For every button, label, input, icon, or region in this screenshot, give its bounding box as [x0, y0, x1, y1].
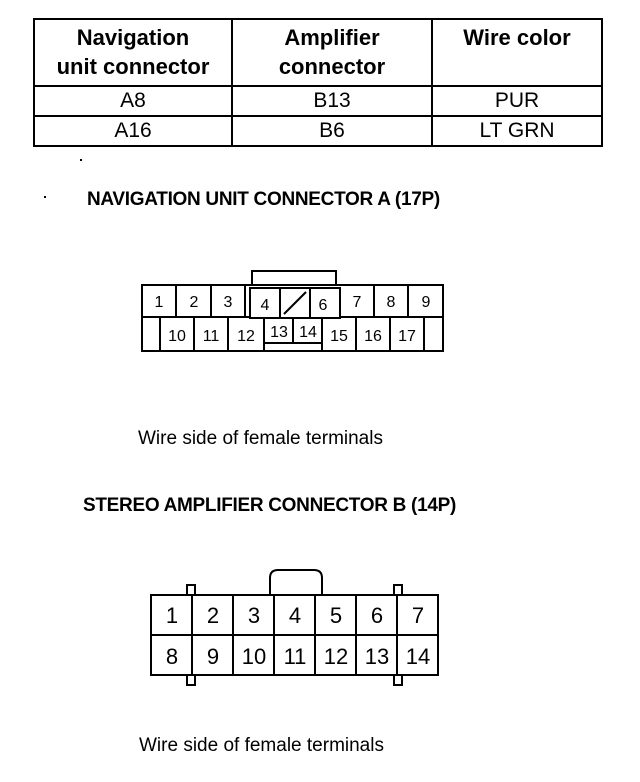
speck: [80, 159, 82, 161]
pin-label: 10: [242, 644, 266, 669]
pin-label: 14: [299, 324, 317, 341]
pin-label: 2: [207, 603, 219, 628]
header-navigation-unit-connector: Navigation unit connector: [33, 18, 233, 87]
connector-b-post-left-top: [186, 584, 196, 596]
pin-label: 15: [330, 328, 348, 345]
pin-label: 6: [371, 603, 383, 628]
pin-label: 7: [412, 603, 424, 628]
connector-b-lock-tab: [269, 569, 323, 594]
connector-a-title: NAVIGATION UNIT CONNECTOR A (17P): [87, 189, 440, 210]
pin-label: 16: [364, 328, 382, 345]
pin-label: 3: [248, 603, 260, 628]
pin-label: 8: [166, 644, 178, 669]
pin-label: 6: [319, 297, 328, 314]
connector-a-lock-tab: [251, 270, 337, 285]
pin-label: 1: [155, 294, 164, 311]
header-text: Navigation unit connector: [56, 25, 210, 79]
table-cell: B6: [231, 115, 433, 147]
header-wire-color: Wire color: [431, 18, 603, 87]
table-row: A16 B6 LT GRN: [33, 115, 603, 147]
connector-a-unused-slash: [283, 291, 307, 315]
pin-label: 9: [422, 294, 431, 311]
pin-label: 1: [166, 603, 178, 628]
pin-label: 8: [387, 294, 396, 311]
table-cell: A8: [33, 85, 233, 117]
connector-a-caption: Wire side of female terminals: [138, 428, 383, 449]
connector-b-post-left-bottom: [186, 674, 196, 686]
pin-label: 7: [353, 294, 362, 311]
table-header-row: Navigation unit connector Amplifier conn…: [33, 18, 603, 87]
pin-label: 5: [330, 603, 342, 628]
speck: [44, 196, 46, 198]
table-cell: B13: [231, 85, 433, 117]
pin-label: 17: [398, 328, 416, 345]
table-cell: PUR: [431, 85, 603, 117]
pin-label: 11: [284, 644, 307, 669]
connector-b-caption: Wire side of female terminals: [139, 735, 384, 756]
pin-label: 14: [406, 644, 430, 669]
connector-b-post-right-top: [393, 584, 403, 596]
table-row: A8 B13 PUR: [33, 85, 603, 117]
table-cell: A16: [33, 115, 233, 147]
pin-label: 4: [289, 603, 301, 628]
pin-label: 11: [203, 328, 220, 345]
connector-b-title: STEREO AMPLIFIER CONNECTOR B (14P): [83, 495, 457, 516]
pin-label: 13: [365, 644, 389, 669]
table-cell: LT GRN: [431, 115, 603, 147]
connector-b-post-right-bottom: [393, 674, 403, 686]
connector-a-diagram: 1 2 3 4 6 7 8 9 10 11 12 13 14 15 16 17: [141, 270, 444, 352]
header-text: Amplifier connector: [278, 25, 386, 79]
pin-label: 10: [168, 328, 186, 345]
pin-label: 9: [207, 644, 219, 669]
pin-label: 2: [190, 294, 199, 311]
pin-label: 3: [224, 294, 233, 311]
header-amplifier-connector: Amplifier connector: [231, 18, 433, 87]
wire-color-table: Navigation unit connector Amplifier conn…: [33, 18, 603, 147]
header-text: Wire color: [463, 25, 571, 50]
pin-label: 4: [261, 297, 270, 314]
pin-label: 12: [324, 644, 348, 669]
pin-label: 12: [237, 328, 255, 345]
connector-b-diagram: 1 2 3 4 5 6 7 8 9 10 11 12 13 14: [150, 569, 439, 686]
pin-label: 13: [270, 324, 288, 341]
